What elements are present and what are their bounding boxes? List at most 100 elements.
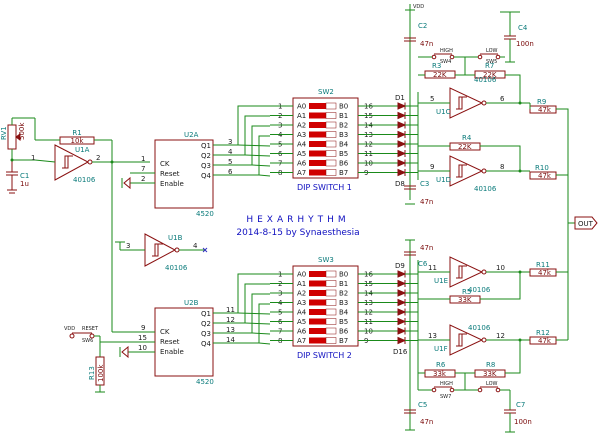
- r11-resistor: R11 47k: [529, 261, 557, 277]
- u1d-pin-out: 8: [500, 163, 504, 171]
- u2a-pin-q3: 5: [228, 158, 232, 166]
- u1a-ref: U1A: [75, 146, 90, 154]
- bottom-diode: [397, 327, 418, 335]
- u1d-pin-in: 9: [430, 163, 434, 171]
- sw3-toggle: [309, 337, 336, 344]
- c6-value: 47n: [420, 244, 433, 252]
- c2-capacitor: C2 47n: [404, 22, 433, 48]
- sw3-right-label: B7: [339, 337, 348, 345]
- sw2-toggle: [309, 122, 336, 128]
- u1c-ref: U1C: [436, 108, 451, 116]
- sw2-right-label: B4: [339, 141, 349, 149]
- sw2-left-label: A1: [297, 112, 306, 120]
- sw2-toggle: [309, 150, 336, 157]
- r7-value: 22K: [483, 71, 497, 79]
- c4-ref: C4: [518, 24, 528, 32]
- r13-ref: R13: [88, 366, 96, 380]
- r5-ref: R5: [462, 288, 471, 296]
- diode-bottom-last: D16: [393, 348, 408, 356]
- sw3-left-label: A4: [297, 309, 307, 317]
- high-low-switch-bottom: HIGH LOW SW7: [431, 381, 501, 400]
- sw2-right-label: B0: [339, 103, 348, 111]
- sw3-right-label: B3: [339, 299, 348, 307]
- r1-ref: R1: [72, 129, 81, 137]
- reset-label: RESET: [82, 326, 99, 332]
- u2b-pin-q3: 13: [226, 326, 235, 334]
- u2a-q4: Q4: [201, 172, 212, 180]
- vdd-reset-label: VDD: [64, 326, 75, 332]
- r3-ref: R3: [432, 62, 441, 70]
- u2a-reset: Reset: [160, 170, 180, 178]
- u2a-q1: Q1: [201, 142, 211, 150]
- rv1-potentiometer: RV1 500k: [0, 122, 26, 150]
- sw3-left-label: A5: [297, 318, 306, 326]
- sw3-label: DIP SWITCH 2: [297, 351, 352, 360]
- r8-ref: R8: [486, 361, 495, 369]
- c5-value: 47n: [420, 418, 433, 426]
- r4-value: 22K: [458, 143, 472, 151]
- u1e-part: 40106: [468, 286, 491, 294]
- r9-ref: R9: [537, 98, 546, 106]
- schematic-subtitle: 2014-8-15 by Synaesthesia: [236, 228, 359, 238]
- c1-capacitor: C1 1u: [6, 160, 29, 194]
- u2a-ck: CK: [160, 160, 170, 168]
- u1a-inverter: U1A 40106 1 2: [31, 144, 100, 184]
- sw2-left-label: A2: [297, 122, 306, 130]
- sw2-toggle: [309, 160, 336, 166]
- c5-capacitor: C5 47n: [404, 401, 433, 426]
- sw2-left-label: A6: [297, 160, 307, 168]
- u2b-pin-ck: 9: [141, 324, 145, 332]
- u1d-inverter: U1D 40106 9 8: [430, 155, 504, 193]
- u2b-pin-q4: 14: [226, 336, 235, 344]
- bottom-diode: [397, 289, 418, 297]
- top-diode: [397, 168, 418, 177]
- top-diode: [397, 130, 418, 139]
- sw-low-1: LOW: [486, 48, 498, 54]
- sw3-right-label: B2: [339, 290, 348, 298]
- u2a-pin-q1: 3: [228, 138, 232, 146]
- c3-ref: C3: [420, 180, 429, 188]
- bottom-diode: [397, 270, 418, 278]
- sw2-right-label: B7: [339, 169, 348, 177]
- r10-resistor: R10 47k: [529, 164, 557, 180]
- u2a-pin-ck: 1: [141, 155, 145, 163]
- reset-switch: VDD RESET SW6: [64, 326, 99, 344]
- top-diode: [397, 102, 418, 110]
- r6-resistor: R6 33k: [424, 361, 456, 378]
- diode-stack-top: D1 D8: [395, 94, 418, 188]
- schematic-title: HEXARHYTHM: [246, 215, 349, 225]
- sw3-toggle: [309, 271, 336, 277]
- u1c-pin-in: 5: [430, 95, 434, 103]
- sw5-label: SW5: [486, 59, 497, 65]
- r12-ref: R12: [536, 329, 550, 337]
- sw2-left-label: A4: [297, 141, 307, 149]
- u2b-enable: Enable: [160, 348, 184, 356]
- high-low-switch-top: HIGH LOW SW4 SW5: [431, 48, 501, 65]
- r10-ref: R10: [535, 164, 549, 172]
- c7-capacitor: C7 100n: [504, 390, 532, 433]
- u2a-q3: Q3: [201, 162, 211, 170]
- u2a-q2: Q2: [201, 152, 211, 160]
- u1f-inverter: U1F 40106 13 12: [428, 324, 505, 356]
- r4-ref: R4: [462, 134, 472, 142]
- c1-value: 1u: [20, 180, 29, 188]
- sw3-toggle: [309, 328, 336, 334]
- u2a-pin-q2: 4: [228, 148, 233, 156]
- u2b-q3: Q3: [201, 330, 211, 338]
- r6-ref: R6: [436, 361, 446, 369]
- u1d-ref: U1D: [436, 176, 451, 184]
- sw2-left-label: A3: [297, 131, 306, 139]
